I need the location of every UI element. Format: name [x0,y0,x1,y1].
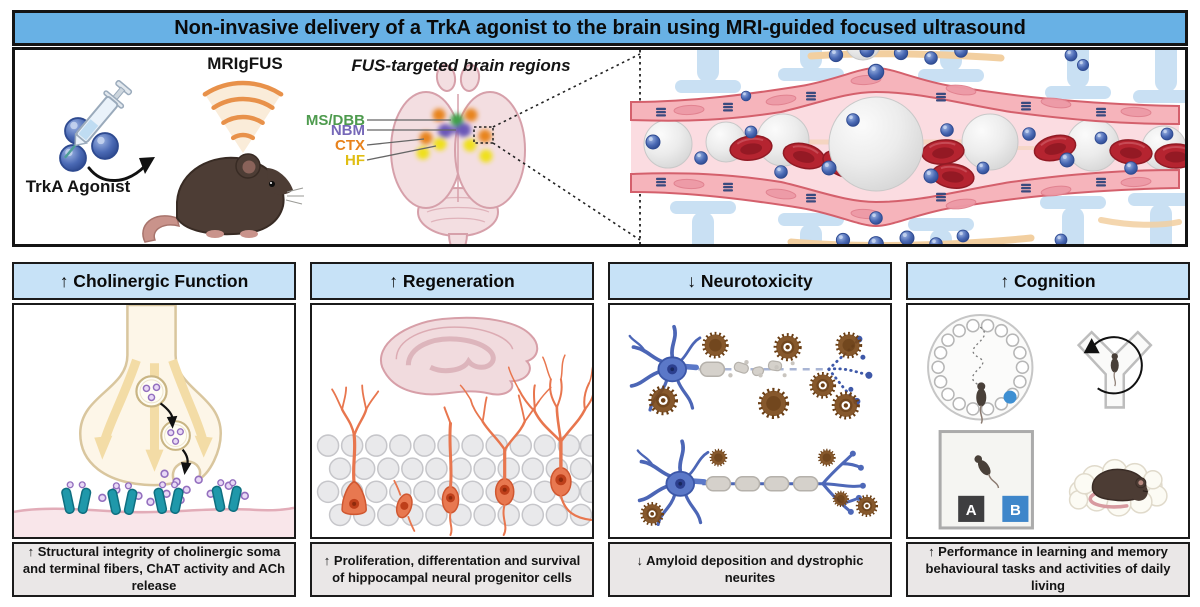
neurogenesis-illustration [310,303,594,539]
progenitor-neuron-icons [331,354,592,536]
panel-header-text: ↑ Cognition [1000,270,1096,291]
object-discrimination-icon: A B [938,430,1034,530]
panel-caption: ↑ Performance in learning and memory beh… [906,542,1190,597]
injection-arrow-icon [87,157,155,182]
syringe-icon [63,80,133,159]
synapse-illustration [12,303,296,539]
panel-cognition: ↑ Cognition [906,262,1190,597]
object-a-label: A [966,502,977,519]
panel-caption: ↓ Amyloid deposition and dystrophic neur… [608,542,892,597]
region-label-nbm: NBM [331,122,365,139]
region-label-msdbb: MS/DBB [306,112,365,129]
ultrasound-fan-icon [202,80,284,153]
behaviour-tests-illustration: A B [906,303,1190,539]
vessel-scene [630,50,1185,244]
brain-dorsal-icon [390,64,526,244]
panel-cholinergic-function: ↑ Cholinergic Function [12,262,296,597]
panel-caption: ↑ Proliferation, differentation and surv… [310,542,594,597]
panel-header: ↑ Cognition [906,262,1190,300]
synaptic-vesicle-icon [161,421,190,450]
title-banner: Non-invasive delivery of a TrkA agonist … [12,10,1188,46]
region-label-ctx: CTX [335,137,365,154]
panel-header-text: ↑ Regeneration [389,270,515,291]
mechanism-illustration: MS/DBB NBM CTX HF [59,50,1185,244]
object-b-label: B [1010,502,1021,519]
title-text: Non-invasive delivery of a TrkA agonist … [174,16,1026,39]
panel-regeneration: ↑ Regeneration [310,262,594,597]
magnification-dotted-lines [473,50,641,244]
target-hole [1003,390,1017,404]
panel-header: ↓ Neurotoxicity [608,262,892,300]
y-maze-icon [1076,330,1153,409]
search-path [972,326,986,396]
panel-header: ↑ Regeneration [310,262,594,300]
synaptic-vesicle-icon [136,376,166,406]
central-microbubble-icon [828,96,924,192]
mechanism-panel: MS/DBB NBM CTX HF [12,47,1188,247]
amyloid-neuron-illustration [608,303,892,539]
panel-header-text: ↑ Cholinergic Function [59,270,249,291]
nesting-mouse-icon [1068,458,1168,517]
postsynaptic-membrane [14,507,294,537]
hippocampus-icon [379,316,539,396]
mouse-icon [142,153,304,243]
degenerating-neuron-icon [630,327,873,410]
mrigfus-label: MRIgFUS [207,54,283,73]
region-pointer-lines [366,119,456,161]
brain-regions-title: FUS-targeted brain regions [351,56,571,75]
region-label-hf: HF [345,152,365,169]
trka-agonist-label: TrkA Agonist [25,177,131,196]
object-b [1002,495,1029,522]
panel-neurotoxicity: ↓ Neurotoxicity [608,262,892,597]
vesicle-arrow-icons [159,402,192,475]
panel-header-text: ↓ Neurotoxicity [687,270,813,291]
panel-caption: ↑ Structural integrity of cholinergic so… [12,542,296,597]
panel-header: ↑ Cholinergic Function [12,262,296,300]
object-a [958,495,985,522]
brain-scene: MS/DBB NBM CTX HF [306,64,526,244]
endothelium-walls [630,66,1180,228]
injection-scene [59,80,304,243]
barnes-maze-icon [927,314,1034,425]
targeted-region-spots [416,108,493,163]
